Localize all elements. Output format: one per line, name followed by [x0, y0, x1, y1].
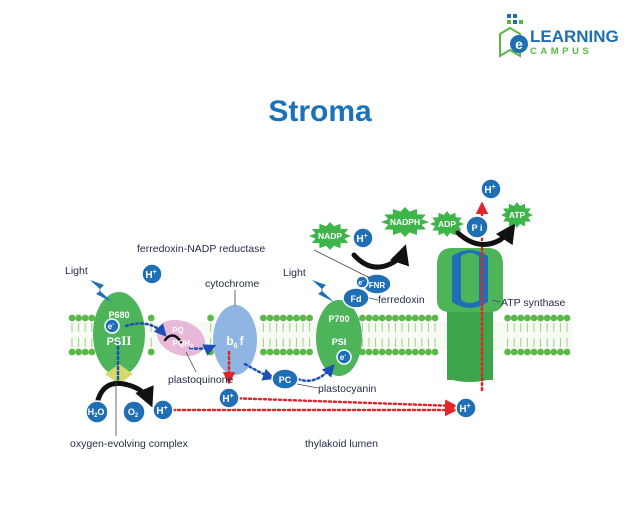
- ferredoxin-label: ferredoxin: [378, 294, 425, 306]
- burst-nadp-label: NADP: [318, 231, 342, 241]
- atp-synthase-label: ATP synthase: [501, 297, 566, 309]
- svg-text:FNR: FNR: [369, 281, 386, 290]
- burst-nadph: NADPH: [381, 207, 429, 237]
- badge-h-stroma-2: H+: [480, 178, 502, 200]
- svg-text:e-: e-: [340, 353, 346, 362]
- electron-flow-paths: [116, 281, 382, 387]
- logo-letter: e: [515, 36, 523, 52]
- logo-line2: CAMPUS: [530, 46, 592, 57]
- logo-book-icon: [499, 26, 521, 58]
- badge-e-psi: e-: [336, 349, 352, 365]
- pqh2-label: PQH2: [173, 339, 194, 350]
- p700-label: P700: [328, 314, 349, 324]
- badge-pi: P i: [465, 215, 489, 239]
- membrane-lipid-heads: [68, 314, 571, 356]
- fnr-label: ferredoxin-NADP reductase: [137, 243, 265, 255]
- badge-h-lumen-1: H+: [152, 399, 174, 421]
- light-label-1: Light: [65, 265, 88, 277]
- svg-text:e-: e-: [108, 322, 114, 331]
- svg-text:H+: H+: [356, 233, 367, 245]
- badge-fnr: FNR: [362, 273, 392, 295]
- logo-line1: LEARNING: [530, 27, 619, 46]
- burst-nadp: NADP: [309, 222, 351, 250]
- burst-atp-label: ATP: [509, 210, 526, 220]
- logo-dots: [507, 14, 523, 24]
- svg-text:H+: H+: [484, 184, 495, 196]
- badge-h2o: H2O: [85, 400, 109, 424]
- leader-lines: [115, 249, 501, 436]
- svg-text:Fd: Fd: [351, 294, 362, 304]
- badge-o2: O2: [122, 400, 146, 424]
- atp-synthase: [437, 248, 503, 382]
- psi-label: PSI: [332, 337, 347, 347]
- badge-e-fnr: e-: [355, 275, 369, 289]
- light-label-2: Light: [283, 267, 306, 279]
- cytochrome-label: cytochrome: [205, 278, 259, 290]
- burst-nadph-label: NADPH: [390, 217, 420, 227]
- burst-atp: ATP: [501, 202, 533, 228]
- svg-text:H+: H+: [459, 403, 470, 415]
- burst-adp: ADP: [430, 211, 464, 237]
- badge-fd: Fd: [342, 287, 370, 309]
- svg-text:O2: O2: [128, 407, 139, 419]
- svg-text:P i: P i: [472, 223, 483, 233]
- badge-pc: PC: [271, 368, 299, 390]
- thylakoid-lumen-label: thylakoid lumen: [305, 438, 378, 450]
- svg-text:e-: e-: [358, 278, 364, 287]
- badge-h-stroma-1: H+: [352, 227, 374, 249]
- molecule-bursts: NADP NADPH ADP ATP: [309, 202, 533, 250]
- plastoquinone-complex: [156, 319, 206, 357]
- svg-text:PC: PC: [279, 375, 292, 385]
- plastoquinone-label: plastoquinone: [168, 374, 234, 386]
- page-title: Stroma: [268, 95, 372, 128]
- p680-label: P680: [108, 310, 129, 320]
- svg-text:H2O: H2O: [88, 407, 105, 419]
- badge-h-1: H+: [141, 263, 163, 285]
- oec-label: oxygen-evolving complex: [70, 438, 189, 450]
- light-bolt-icon-1: [90, 280, 112, 302]
- badge-h-lumen-2: H+: [218, 387, 240, 409]
- svg-text:H+: H+: [156, 405, 167, 417]
- badge-h-lumen-3: H+: [455, 397, 477, 419]
- badge-e-psii: e-: [104, 318, 120, 334]
- light-bolt-icon-2: [312, 280, 334, 302]
- logo-e-badge: [510, 35, 528, 53]
- svg-text:H+: H+: [145, 269, 156, 281]
- logo: e LEARNING CAMPUS: [499, 14, 619, 58]
- cytochrome-b6f: [213, 305, 257, 375]
- plastocyanin-label: plastocyanin: [318, 383, 377, 395]
- svg-text:H+: H+: [222, 393, 233, 405]
- psii-label: PSII: [107, 333, 132, 348]
- pq-label: PQ: [172, 326, 184, 335]
- reaction-arrows: [94, 223, 516, 408]
- burst-adp-label: ADP: [438, 219, 456, 229]
